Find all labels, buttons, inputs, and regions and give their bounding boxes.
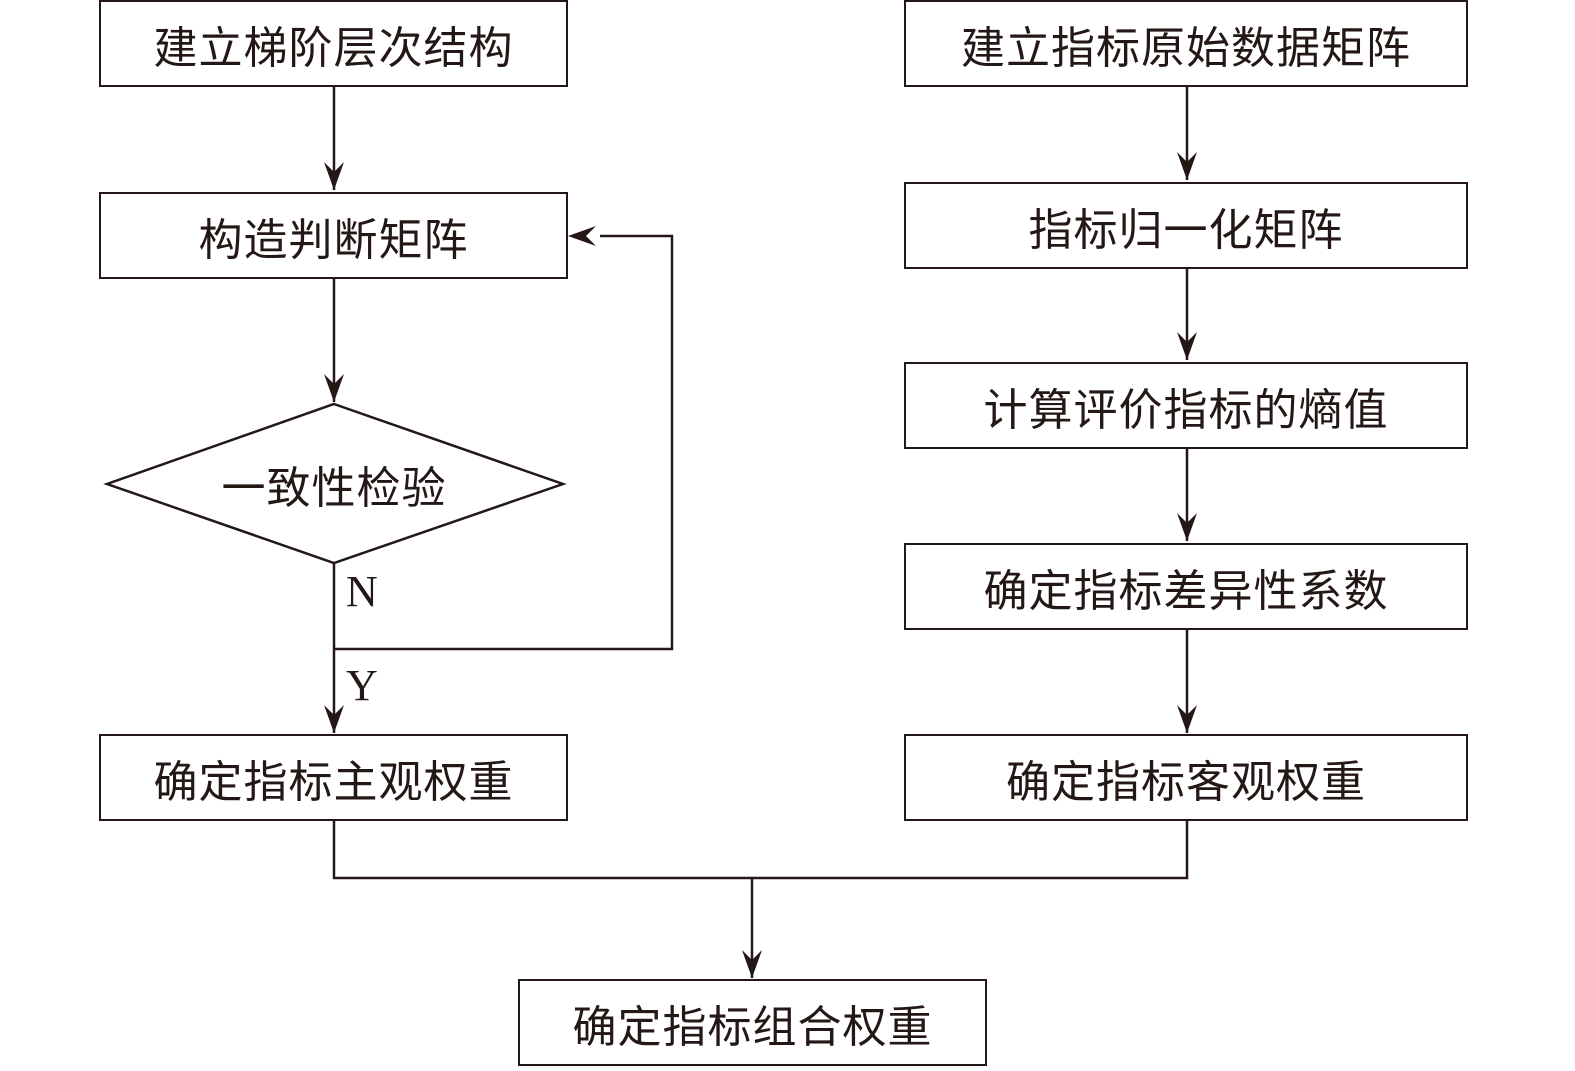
right-step-difference-coefficient-label: 确定指标差异性系数 <box>983 565 1389 617</box>
final-step-combined-weight-label: 确定指标组合权重 <box>572 1001 933 1053</box>
right-step-raw-data-matrix: 建立指标原始数据矩阵 <box>904 0 1468 87</box>
right-step-objective-weight: 确定指标客观权重 <box>904 734 1468 821</box>
right-step-normalize-matrix-label: 指标归一化矩阵 <box>1028 204 1344 256</box>
merge-line <box>332 820 1189 880</box>
right-step-raw-data-matrix-label: 建立指标原始数据矩阵 <box>961 22 1411 74</box>
right-step-normalize-matrix: 指标归一化矩阵 <box>904 182 1468 269</box>
left-step-construct-matrix-label: 构造判断矩阵 <box>198 214 469 266</box>
final-step-combined-weight: 确定指标组合权重 <box>518 979 987 1066</box>
right-step-entropy-value: 计算评价指标的熵值 <box>904 362 1468 449</box>
decision-consistency-label: 一致性检验 <box>221 463 447 514</box>
right-step-entropy-value-label: 计算评价指标的熵值 <box>983 384 1389 436</box>
left-step-construct-matrix: 构造判断矩阵 <box>99 192 568 279</box>
left-step-subjective-weight-label: 确定指标主观权重 <box>153 756 514 808</box>
right-step-objective-weight-label: 确定指标客观权重 <box>1006 756 1366 808</box>
branch-no-label: N <box>346 567 378 616</box>
left-step-subjective-weight: 确定指标主观权重 <box>99 734 568 821</box>
branch-yes-label: Y <box>346 661 378 710</box>
loop-back-arrowhead <box>568 226 596 246</box>
loop-back-line <box>334 234 674 651</box>
left-step-build-hierarchy-label: 建立梯阶层次结构 <box>153 22 514 74</box>
right-step-difference-coefficient: 确定指标差异性系数 <box>904 543 1468 630</box>
left-step-build-hierarchy: 建立梯阶层次结构 <box>99 0 568 87</box>
